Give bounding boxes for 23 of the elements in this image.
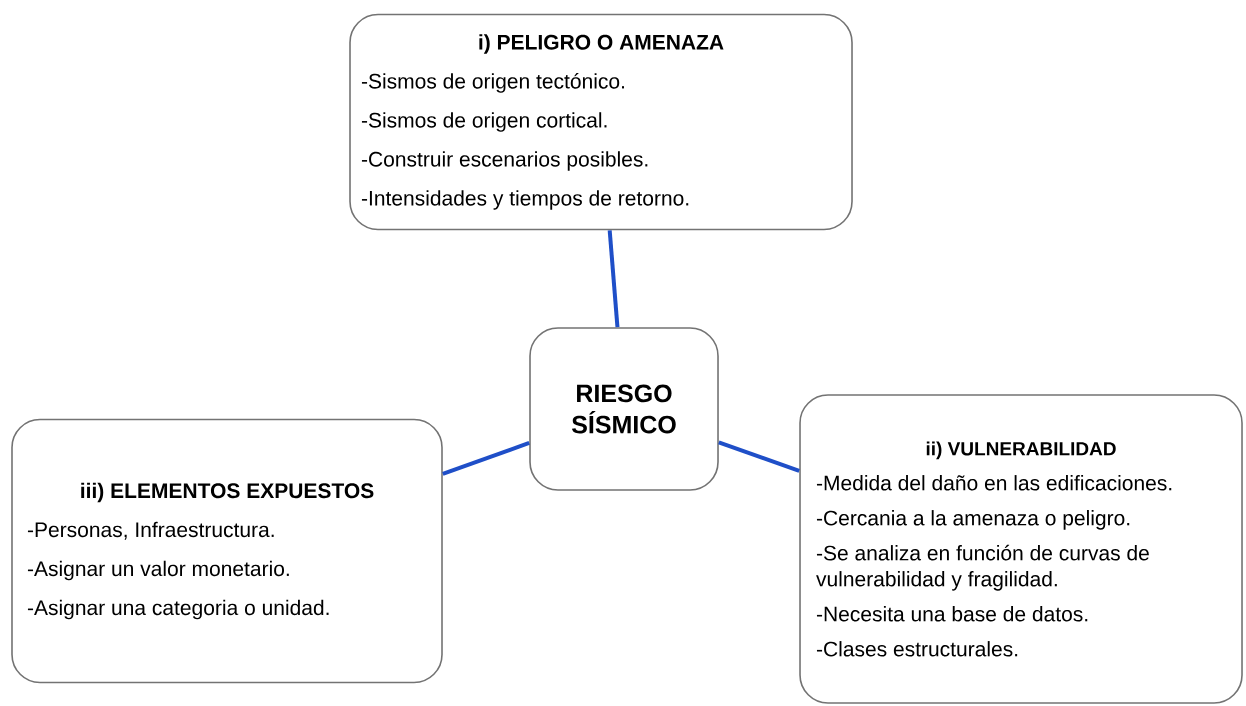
connector-line [607, 230, 620, 328]
bullet-text: -Necesita una base de datos. [816, 606, 1088, 622]
bullet-text: -Personas, Infraestructura. [27, 521, 274, 540]
bullet-text: -Clases estructurales. [816, 641, 1018, 657]
connector-line [442, 441, 530, 476]
box-heading: ii) VULNERABILIDAD [926, 441, 1116, 460]
box-heading: RIESGO SÍSMICO [571, 384, 676, 434]
bullet-text: -Se analiza en función de curvas de vulnerabilidad y fragilidad. [816, 544, 1149, 591]
box-heading: i) PELIGRO O AMENAZA [479, 34, 724, 54]
bullet-text: -Asignar un valor monetario. [27, 560, 289, 581]
bullet-text: -Sismos de origen cortical. [361, 112, 607, 132]
concept-box [529, 327, 719, 491]
bullet-text: -Cercania a la amenaza o peligro. [816, 510, 1130, 530]
concept-box [349, 13, 853, 231]
bullet-text: -Medida del daño en las edificaciones. [816, 475, 1172, 491]
bullet-text: -Intensidades y tiempos de retorno. [361, 190, 689, 210]
bullet-text: -Construir escenarios posibles. [361, 151, 648, 171]
concept-box [11, 418, 443, 684]
box-heading: iii) ELEMENTOS EXPUESTOS [81, 482, 374, 503]
bullet-text: -Sismos de origen tectónico. [361, 72, 624, 93]
connector-line [718, 440, 800, 473]
concept-box [799, 394, 1243, 704]
bullet-text: -Asignar una categoria o unidad. [27, 599, 329, 620]
